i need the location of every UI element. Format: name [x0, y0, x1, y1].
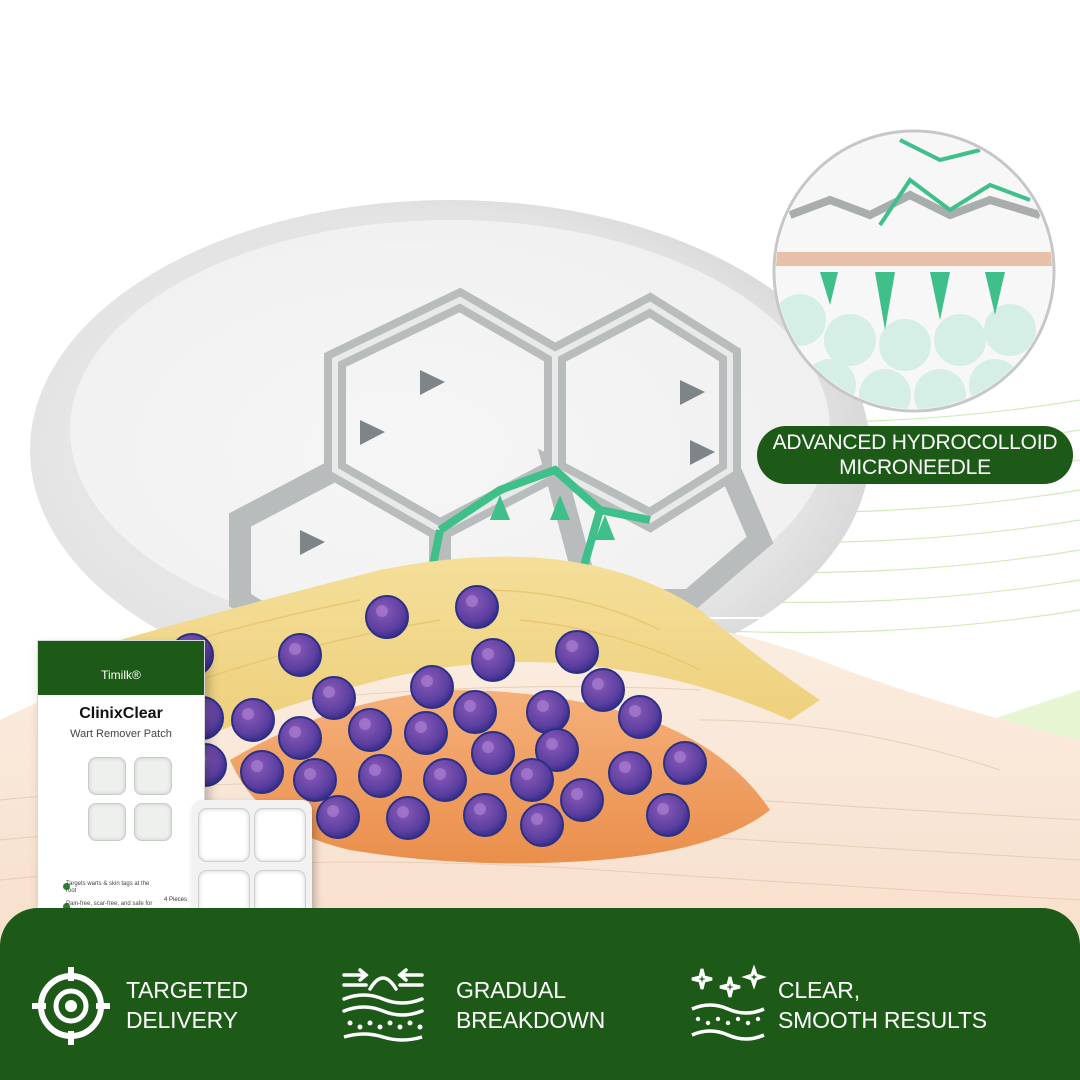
wart-cell-highlight [289, 643, 301, 655]
wart-cell [526, 690, 570, 734]
package-brand: Timilk® [101, 668, 141, 682]
wart-cell [471, 638, 515, 682]
wart-cell [410, 665, 454, 709]
package-header [38, 641, 204, 695]
wart-cell [453, 690, 497, 734]
wart-cell-highlight [369, 764, 381, 776]
callout-line-2: MICRONEEDLE [839, 456, 991, 479]
wart-cell [520, 803, 564, 847]
package-bullet-1: Targets warts & skin tags at the root [66, 881, 150, 894]
wart-cell [231, 698, 275, 742]
wart-cell-highlight [466, 595, 478, 607]
wart-cell [646, 793, 690, 837]
wart-cell [463, 793, 507, 837]
wart-cell [365, 595, 409, 639]
package-count: 4 Pieces [164, 897, 188, 903]
package-product-name: ClinixClear [79, 705, 163, 722]
feature-line-2: BREAKDOWN [456, 1007, 605, 1033]
package-subtitle: Wart Remover Patch [70, 728, 172, 740]
tray-patch [254, 808, 306, 862]
feature-gradual-breakdown: GRADUAL BREAKDOWN [340, 965, 640, 1045]
wart-cell-highlight [359, 718, 371, 730]
wart-cell-highlight [521, 768, 533, 780]
wart-cell [278, 633, 322, 677]
patch-thumbnail [88, 803, 126, 841]
wart-cell-highlight [531, 813, 543, 825]
feature-line-1: GRADUAL [456, 977, 566, 1003]
wart-cell-highlight [464, 700, 476, 712]
wart-cell [240, 750, 284, 794]
wart-cell-highlight [482, 648, 494, 660]
wart-cell [278, 716, 322, 760]
feature-line-1: TARGETED [126, 977, 248, 1003]
wart-cell [555, 630, 599, 674]
wart-cell-highlight [629, 705, 641, 717]
target-icon [32, 967, 110, 1045]
wart-cell [316, 795, 360, 839]
wart-cell-highlight [566, 640, 578, 652]
wart-cell [581, 668, 625, 712]
wart-cell [404, 711, 448, 755]
wart-cell-highlight [304, 768, 316, 780]
wart-cell [560, 778, 604, 822]
wart-cell-highlight [619, 761, 631, 773]
wart-cell-highlight [546, 738, 558, 750]
patch-thumbnail [134, 803, 172, 841]
wart-cell-highlight [482, 741, 494, 753]
wart-cell [312, 676, 356, 720]
sparkle-skin-icon [691, 965, 767, 1041]
wart-cell [358, 754, 402, 798]
package-patch-preview [88, 757, 172, 841]
yellow-epidermis-layer [114, 556, 821, 760]
wart-cell-highlight [397, 806, 409, 818]
callout-label: ADVANCED HYDROCOLLOID MICRONEEDLE [757, 426, 1073, 484]
wart-cell [293, 758, 337, 802]
wart-cell-highlight [537, 700, 549, 712]
skin-layers-icon [342, 968, 424, 1042]
feature-clear-smooth-results: CLEAR, SMOOTH RESULTS [688, 965, 1068, 1045]
feature-targeted-delivery: TARGETED DELIVERY [30, 965, 330, 1045]
wart-cell [423, 758, 467, 802]
wart-cell-highlight [421, 675, 433, 687]
wart-cell-highlight [674, 751, 686, 763]
wart-cell-highlight [474, 803, 486, 815]
wart-cell [471, 731, 515, 775]
tray-patch [198, 808, 250, 862]
wart-cell [618, 695, 662, 739]
wart-cell-highlight [323, 686, 335, 698]
wart-cell-highlight [657, 803, 669, 815]
zoom-circle [772, 129, 1056, 413]
feature-line-2: SMOOTH RESULTS [778, 1007, 987, 1033]
check-icon [63, 903, 70, 910]
wart-cell [535, 728, 579, 772]
patch-thumbnail [88, 757, 126, 795]
wart-cell-highlight [592, 678, 604, 690]
check-icon [63, 883, 70, 890]
wart-cells [170, 585, 707, 847]
wart-cell [663, 741, 707, 785]
wart-cell-highlight [242, 708, 254, 720]
wart-cell [386, 796, 430, 840]
feature-line-2: DELIVERY [126, 1007, 238, 1033]
wart-cell [510, 758, 554, 802]
wart-cell-highlight [289, 726, 301, 738]
wart-cell [455, 585, 499, 629]
feature-banner [0, 908, 1080, 1080]
wart-cell-highlight [415, 721, 427, 733]
wart-cell-highlight [376, 605, 388, 617]
callout-line-1: ADVANCED HYDROCOLLOID [772, 431, 1058, 454]
wart-cell [348, 708, 392, 752]
wart-cell [608, 751, 652, 795]
product-package: Timilk® ClinixClear Wart Remover Patch T… [37, 640, 205, 927]
wart-cell-highlight [327, 805, 339, 817]
feature-line-1: CLEAR, [778, 977, 860, 1003]
wart-cell-highlight [434, 768, 446, 780]
wart-cell-highlight [571, 788, 583, 800]
patch-thumbnail [134, 757, 172, 795]
wart-cell-highlight [251, 760, 263, 772]
